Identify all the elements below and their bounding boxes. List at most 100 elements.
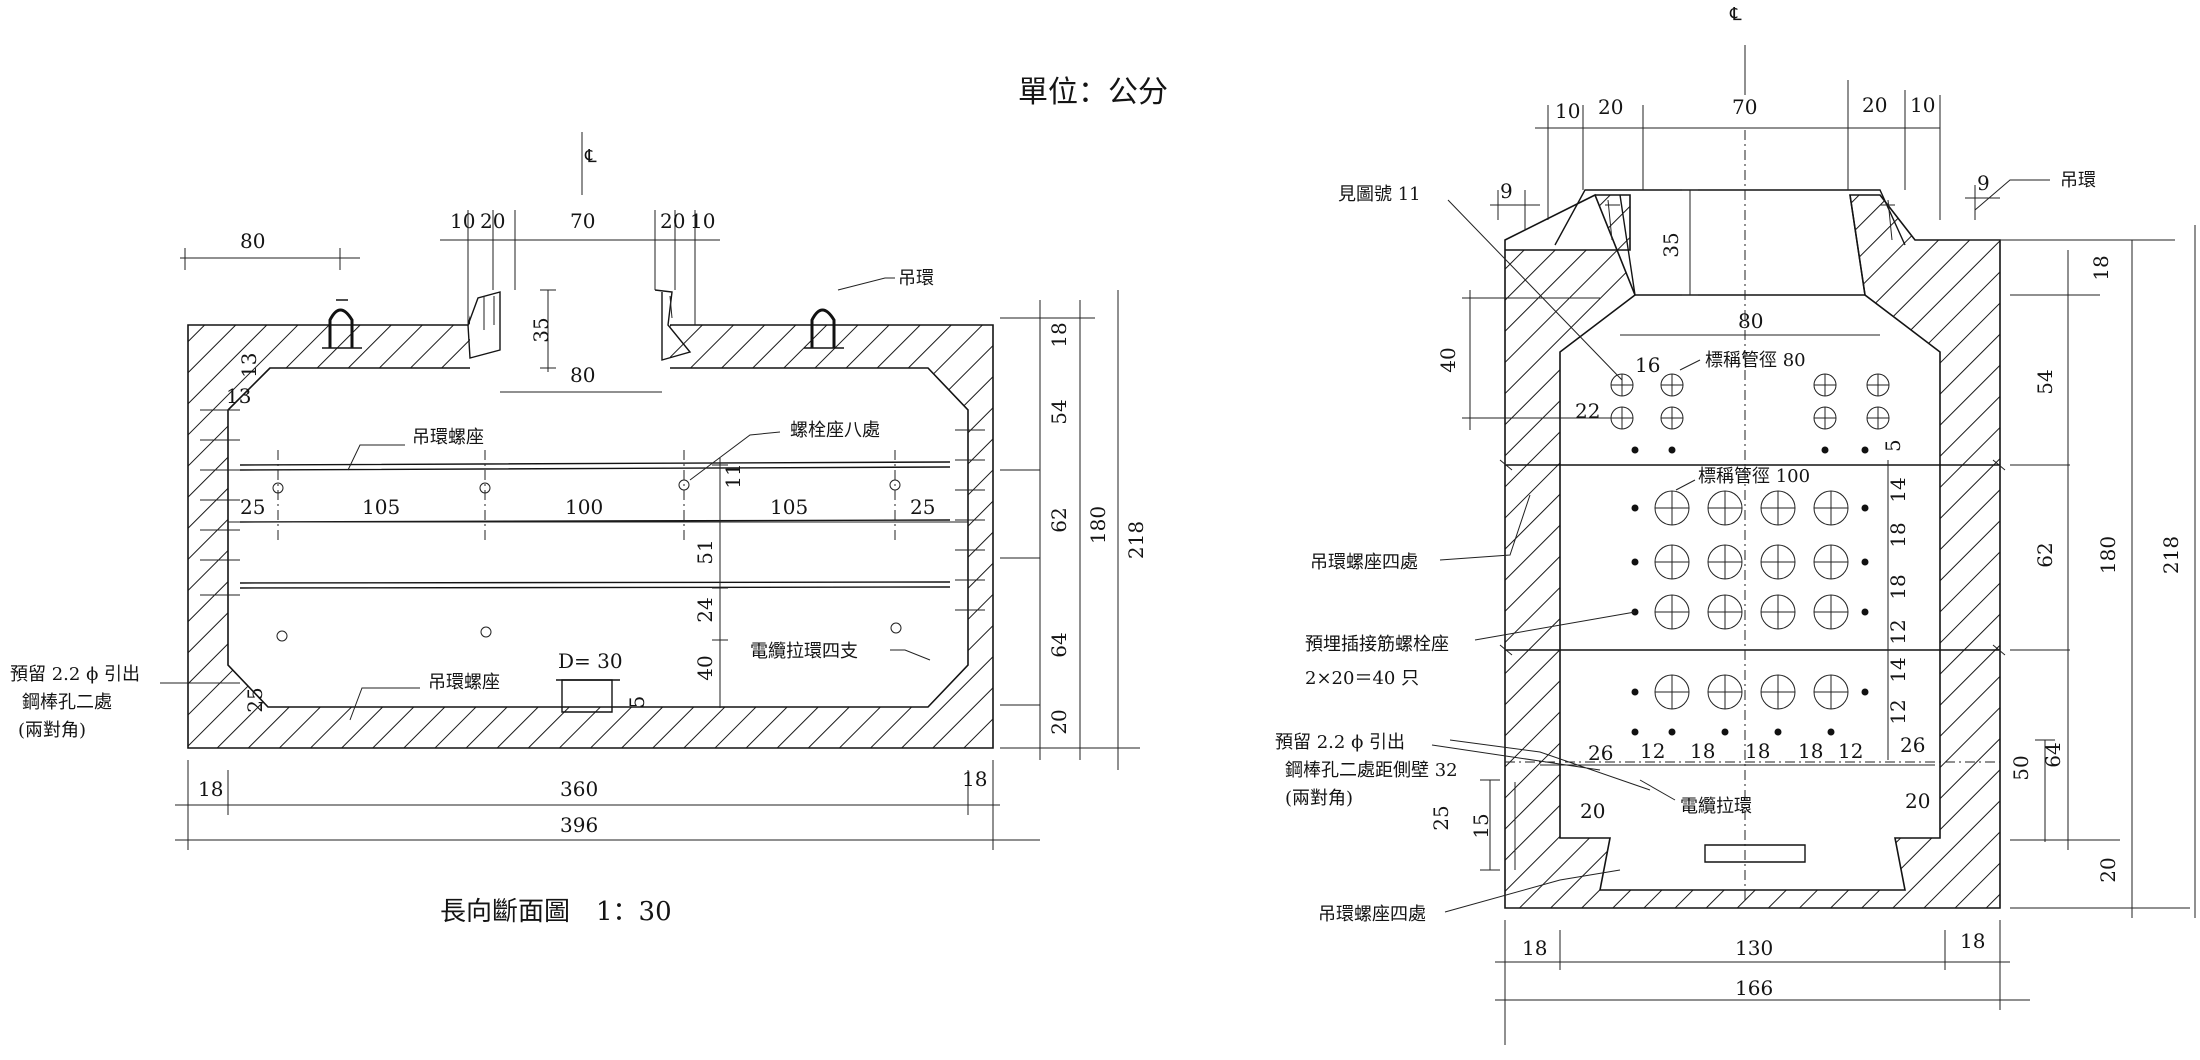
right-dim-35: 35: [1659, 232, 1683, 257]
right-dim-180: 180: [2096, 536, 2120, 574]
right-label-rebar-3: (兩對角): [1285, 788, 1353, 809]
right-dim-10a: 10: [1555, 99, 1580, 123]
right-label-rebar-1: 預留 2.2 ϕ 引出: [1275, 732, 1405, 753]
right-dim-22: 22: [1575, 399, 1600, 423]
right-dim-18a: 18: [1886, 522, 1910, 547]
left-label-rebar-1: 預留 2.2 ϕ 引出: [10, 664, 140, 685]
left-dim-180: 180: [1086, 506, 1110, 544]
right-dim-40: 40: [1436, 347, 1460, 372]
left-label-bolt-base: 螺栓座八處: [790, 420, 880, 441]
left-label-hoist-ring: 吊環: [898, 268, 934, 289]
left-longitudinal-section: ℄ 80 10 20 70 20 10 35 80 13 13 25 105 1…: [10, 132, 1148, 927]
left-dim-18r: 18: [962, 767, 987, 791]
right-dim-64: 64: [2041, 742, 2065, 767]
right-dim-18c-b: 18: [1798, 739, 1823, 763]
right-dim-15: 15: [1469, 813, 1493, 838]
right-label-cable-ring: 電纜拉環: [1680, 796, 1752, 817]
right-dim-5: 5: [1881, 439, 1905, 452]
right-dim-18-outer: 18: [2089, 255, 2113, 280]
left-dim-25a: 25: [240, 495, 265, 519]
right-centerline-symbol: ℄: [1729, 4, 1742, 25]
left-dim-40: 40: [693, 655, 717, 680]
right-dim-14a: 14: [1886, 477, 1910, 502]
right-dim-130: 130: [1735, 936, 1773, 960]
right-dim-12b: 12: [1886, 699, 1910, 724]
left-dim-70: 70: [570, 209, 595, 233]
right-dim-166: 166: [1735, 976, 1773, 1000]
right-dim-9b: 9: [1977, 171, 1990, 195]
left-caption: 長向斷面圖 1：30: [440, 897, 672, 927]
right-label-rebar-2: 鋼棒孔二處距側壁 32: [1285, 760, 1458, 781]
left-dim-105b: 105: [770, 495, 808, 519]
left-label-ring-base-top: 吊環螺座: [412, 427, 484, 448]
right-label-pipe80: 標稱管徑 80: [1705, 350, 1806, 371]
left-dim-d30: D= 30: [558, 649, 623, 673]
right-label-ring-base-4a: 吊環螺座四處: [1310, 552, 1418, 573]
right-label-ring-base-4b: 吊環螺座四處: [1318, 904, 1426, 925]
pipe-100-openings: [1654, 490, 1849, 710]
right-dim-80: 80: [1738, 309, 1763, 333]
left-dim-20a: 20: [480, 209, 505, 233]
left-dim-10a: 10: [450, 209, 475, 233]
left-dim-10b: 10: [690, 209, 715, 233]
left-dim-24: 24: [693, 597, 717, 622]
left-hoist-ring-1: [328, 308, 354, 348]
left-dim-20b: 20: [660, 209, 685, 233]
left-dim-5: 5: [625, 696, 649, 709]
right-dim-12a: 12: [1886, 619, 1910, 644]
right-dim-16: 16: [1635, 353, 1660, 377]
left-dim-54: 54: [1047, 399, 1071, 424]
right-label-embedded-2: 2×20＝40 只: [1305, 668, 1419, 689]
right-dim-14b: 14: [1886, 657, 1910, 682]
left-dim-18l: 18: [198, 777, 223, 801]
left-label-rebar-2: 鋼棒孔二處: [22, 692, 112, 713]
left-dim-62: 62: [1047, 507, 1071, 532]
right-label-hoist-ring: 吊環: [2060, 170, 2096, 191]
left-dim-360: 360: [560, 777, 598, 801]
right-dim-70: 70: [1732, 95, 1757, 119]
left-dim-100: 100: [565, 495, 603, 519]
right-dim-20a-b: 20: [1580, 799, 1605, 823]
right-dim-26a: 26: [1588, 741, 1613, 765]
left-label-cable-ring: 電纜拉環四支: [750, 641, 858, 662]
left-dim-105a: 105: [362, 495, 400, 519]
left-dim-25c: 25: [243, 687, 267, 712]
right-dim-20a: 20: [1598, 95, 1623, 119]
right-dim-18b-b: 18: [1745, 739, 1770, 763]
right-dim-12b-b: 12: [1838, 739, 1863, 763]
right-dim-10b: 10: [1910, 93, 1935, 117]
left-dim-64: 64: [1047, 632, 1071, 657]
left-hoist-ring-2: [810, 308, 836, 348]
right-dim-9a: 9: [1500, 179, 1513, 203]
right-label-pipe100: 標稱管徑 100: [1698, 466, 1810, 487]
left-dim-20: 20: [1047, 709, 1071, 734]
right-cross-section: ℄ 10 20 70 20: [1275, 4, 2196, 1045]
right-dim-26b: 26: [1900, 733, 1925, 757]
right-dim-54: 54: [2033, 369, 2057, 394]
left-dim-25b: 25: [910, 495, 935, 519]
left-dim-218: 218: [1124, 521, 1148, 559]
right-label-see-drawing: 見圖號 11: [1338, 184, 1421, 205]
right-dim-218: 218: [2159, 536, 2183, 574]
right-dim-12a-b: 12: [1640, 739, 1665, 763]
left-dim-13a: 13: [226, 384, 251, 408]
left-dim-80: 80: [240, 229, 265, 253]
left-dim-396: 396: [560, 813, 598, 837]
right-label-embedded-1: 預埋插接筋螺栓座: [1305, 634, 1449, 655]
left-dim-51: 51: [693, 539, 717, 564]
right-dim-62: 62: [2033, 542, 2057, 567]
right-dim-50: 50: [2009, 755, 2033, 780]
left-dim-18t: 18: [1047, 322, 1071, 347]
right-dim-18a-b: 18: [1690, 739, 1715, 763]
left-dim-13b: 13: [237, 353, 261, 378]
right-dim-20b: 20: [1862, 93, 1887, 117]
right-dim-20-outer: 20: [2096, 857, 2120, 882]
right-dim-18b-w: 18: [1960, 929, 1985, 953]
right-dim-20b-b: 20: [1905, 789, 1930, 813]
left-dim-35: 35: [529, 317, 553, 342]
pipe-80-openings: [1610, 373, 1890, 430]
left-dim-11: 11: [721, 463, 745, 488]
left-centerline-symbol: ℄: [584, 146, 597, 167]
left-dim-80b: 80: [570, 363, 595, 387]
